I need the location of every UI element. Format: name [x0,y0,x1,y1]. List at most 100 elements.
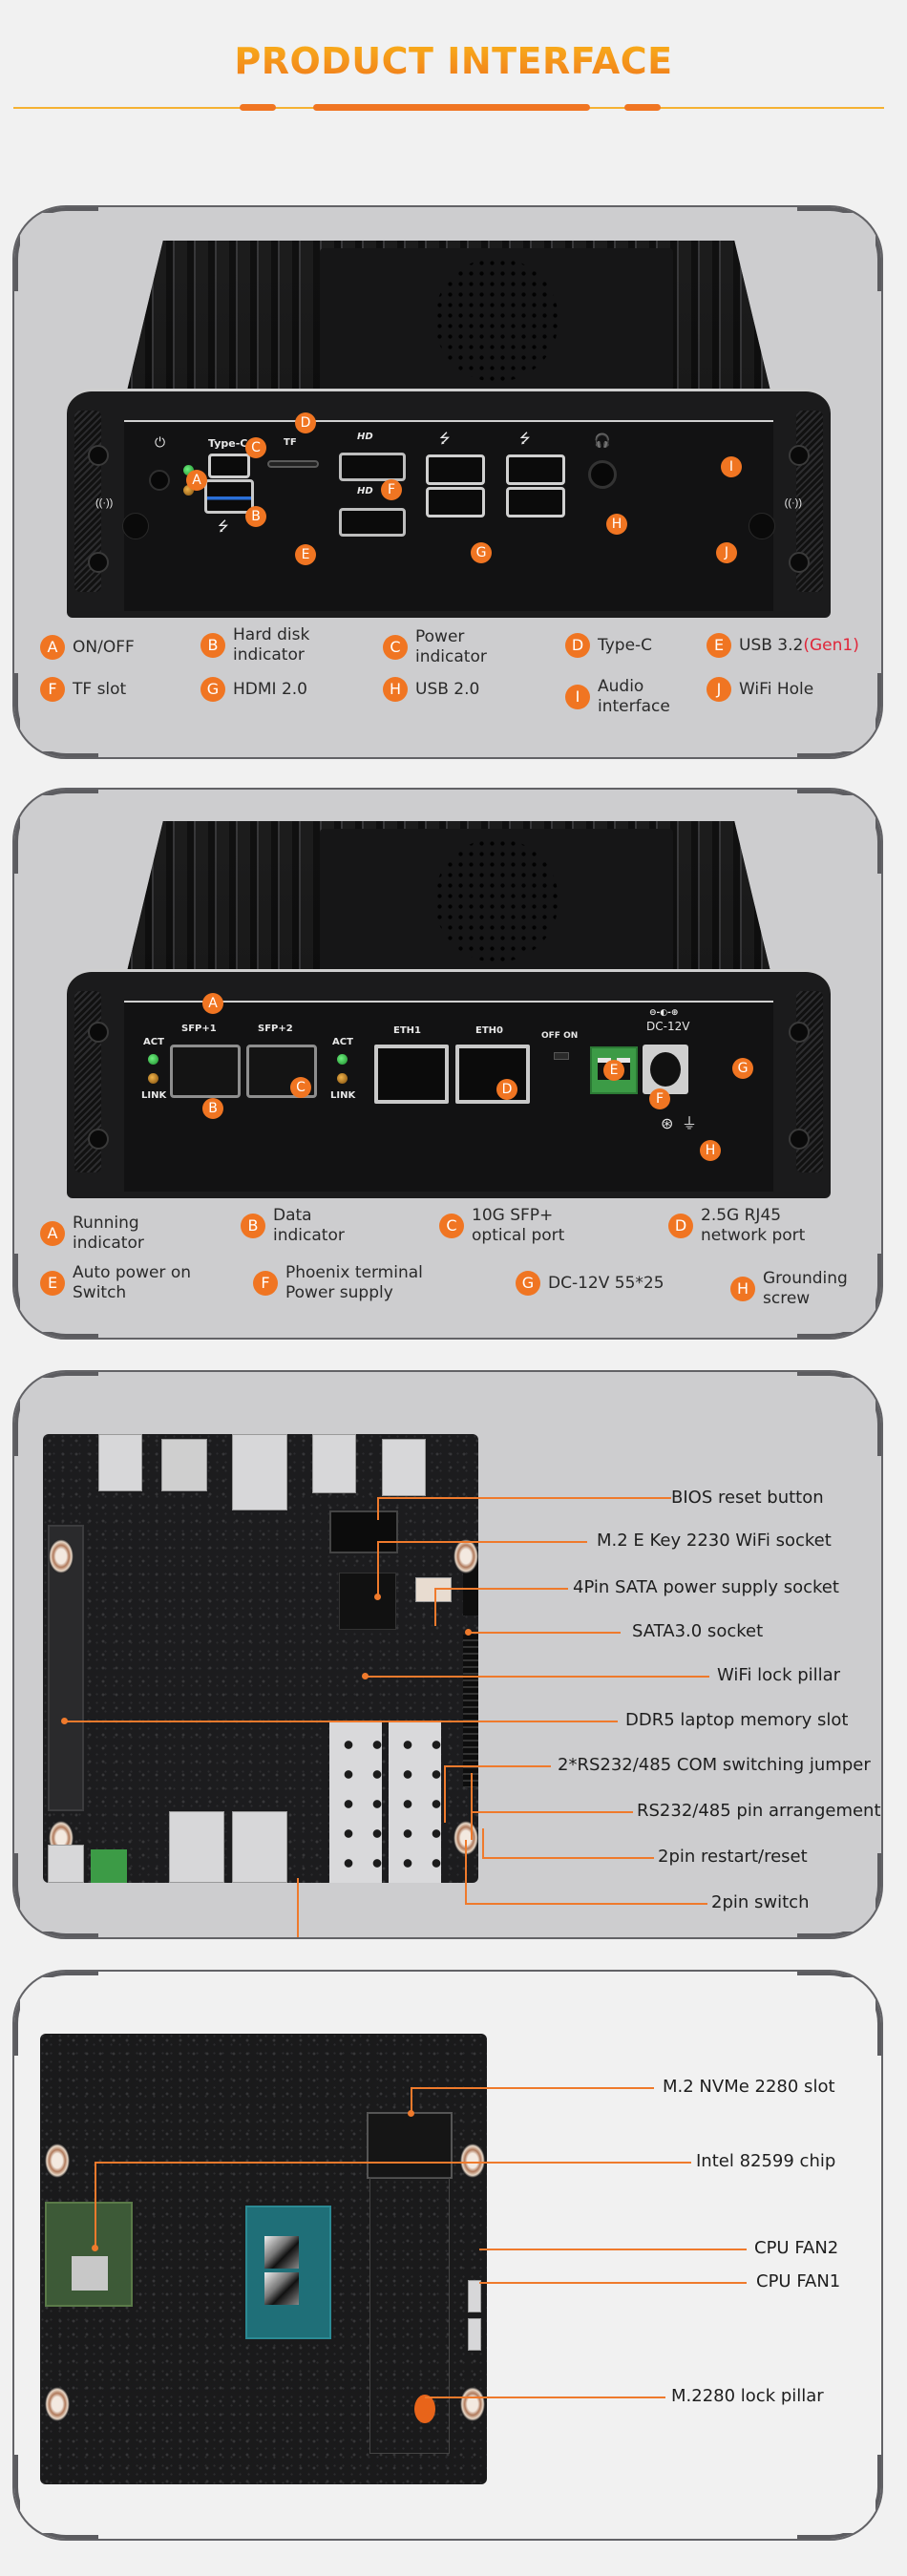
power-icon: ⏻ [155,434,166,450]
marker-c: C [290,1077,311,1098]
phoenix-terminal [91,1849,127,1883]
m2-wifi-slot [329,1510,398,1553]
motherboard-bottom [40,2034,487,2484]
leader-line [377,1541,587,1543]
board-top-card: BIOS reset button M.2 E Key 2230 WiFi so… [12,1370,883,1939]
legend-marker: I [565,685,590,709]
wifi-hole-left [122,513,149,539]
legend-marker: A [40,1221,65,1246]
usb2-port-2[interactable] [426,487,485,517]
hdmi-port-1[interactable] [339,453,406,481]
tf-slot[interactable] [267,460,319,468]
sfp-cage [329,1721,382,1883]
auto-power-switch[interactable] [554,1052,569,1060]
act-label: ACT [332,1037,353,1047]
callout-bios-reset: BIOS reset button [671,1488,824,1508]
ddr5-slot [48,1525,84,1811]
usb-connector [98,1434,142,1491]
leader-dot [408,2110,414,2117]
mount-hole [460,2143,485,2178]
legend-label: Data indicator [273,1206,345,1245]
com-header [463,1635,478,1787]
dc-jack[interactable] [643,1045,688,1094]
wifi-hole-right [749,513,775,539]
mount-hole [49,1539,74,1573]
act-led-left [148,1054,158,1065]
usb2-port-1[interactable] [426,454,485,485]
usb2-port-4[interactable] [506,487,565,517]
cpu-fan2-connector [468,2280,481,2312]
vent-icon [434,838,559,962]
front-io-panel: ((·)) ((·)) ⏻ Type-C ⭍ TF HD HD ⭍ [88,420,810,611]
legend-label: Type-C [598,635,653,655]
heatsink-top [124,821,773,983]
legend-label: 2.5G RJ45 network port [701,1206,806,1245]
legend-item-dc-jack: G DC-12V 55*25 [516,1271,664,1296]
marker-g: G [471,542,492,563]
title-divider [13,104,884,111]
marker-h: H [606,514,627,535]
legend-label: Grounding screw [763,1269,848,1308]
legend-label: WiFi Hole [739,679,814,699]
sfp-cage [389,1721,441,1883]
usb3-port[interactable] [204,479,254,514]
leader-line [434,1588,436,1626]
divider-accent-right [624,104,661,111]
marker-g: G [732,1058,753,1079]
divider-accent-center [313,104,590,111]
mount-hole [460,2387,485,2421]
power-button[interactable] [149,470,170,491]
marker-j: J [716,542,737,563]
mount-hole [454,1539,478,1573]
act-led-right [337,1054,348,1065]
marker-e: E [295,544,316,565]
hdmi-connector [161,1439,207,1491]
legend-label: Running indicator [73,1214,144,1253]
tf-label: TF [284,437,297,448]
legend-marker: F [253,1271,278,1296]
usb-icon: ⭍ [519,431,531,446]
ite-chip [339,1573,396,1630]
leader-dot [92,2245,98,2251]
callout-cpu-fan2: CPU FAN2 [754,2238,839,2258]
eth0-port[interactable] [455,1045,530,1104]
legend-marker: D [668,1214,693,1238]
act-label: ACT [143,1037,164,1047]
type-c-port[interactable] [208,454,250,478]
dc-label: DC-12V [646,1020,690,1033]
legend-label: 10G SFP+ optical port [472,1206,565,1245]
leader-line [411,2087,412,2114]
hdmi-port-2[interactable] [339,508,406,537]
callout-intel-82599: Intel 82599 chip [696,2151,836,2171]
marker-d: D [295,412,316,433]
cpu-die [264,2236,299,2269]
usb-icon: ⭍ [218,518,229,534]
marker-i: I [721,456,742,477]
front-face: ((·)) ((·)) ⏻ Type-C ⭍ TF HD HD ⭍ [67,389,831,618]
rear-io-panel: ACT LINK SFP+1 SFP+2 ACT LINK ETH1 ETH0 … [88,1001,810,1192]
legend-item-grounding-screw: H Grounding screw [730,1269,848,1309]
m2280-lock-pillar [414,2395,435,2423]
leader-dot [362,1673,369,1679]
audio-jack[interactable] [588,460,617,489]
legend-label: USB 2.0 [415,679,480,699]
legend-label: Phoenix terminal Power supply [285,1263,423,1302]
screw-icon [88,1022,109,1043]
rear-face: ACT LINK SFP+1 SFP+2 ACT LINK ETH1 ETH0 … [67,969,831,1198]
legend-label: USB 3.2(Gen1) [739,636,859,656]
legend-marker: D [565,633,590,658]
wifi-antenna-icon: ((·)) [784,497,802,509]
sfp-port-1[interactable] [170,1045,241,1098]
screw-icon [789,1129,810,1150]
callout-com-jumper: 2*RS232/485 COM switching jumper [558,1755,871,1775]
link-led-left [148,1073,158,1084]
usb2-port-3[interactable] [506,454,565,485]
marker-a: A [202,993,223,1014]
marker-e: E [603,1060,624,1081]
eth1-port[interactable] [374,1045,449,1104]
usb-connector [382,1439,426,1496]
dc-jack [48,1845,84,1883]
usb-icon: ⭍ [439,431,451,446]
leader-dot [465,1629,472,1636]
marker-d: D [496,1079,517,1100]
